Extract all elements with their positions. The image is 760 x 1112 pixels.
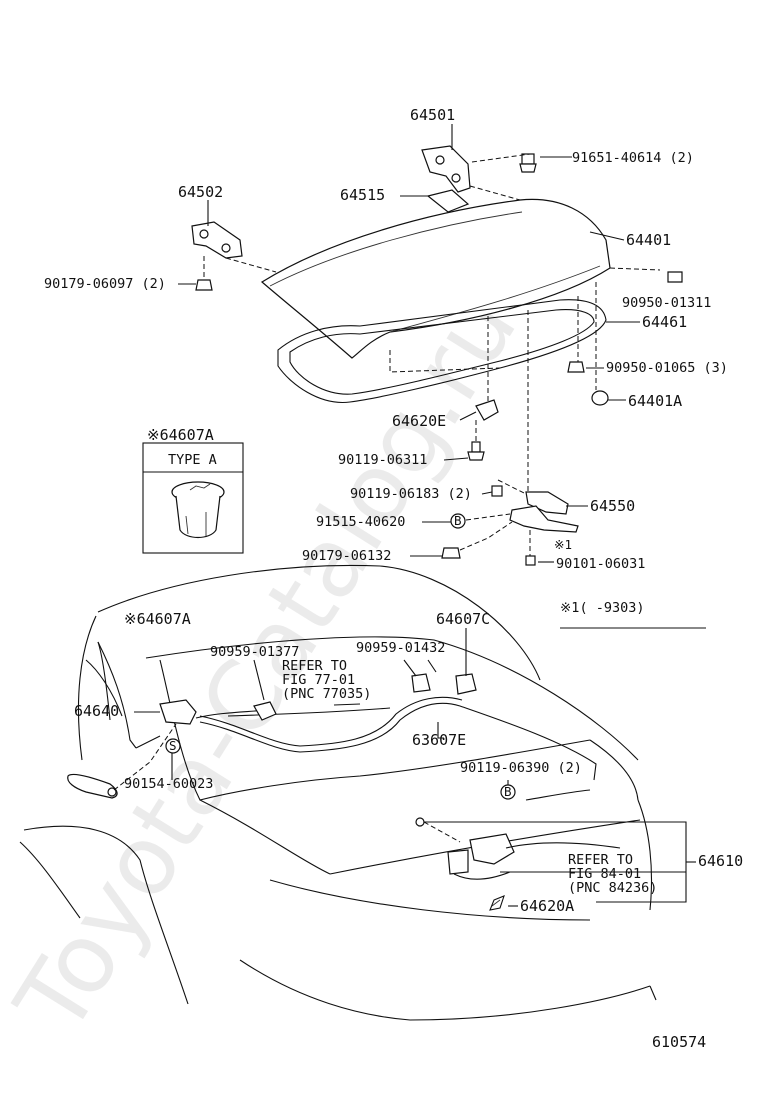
cushion-90950-01065 [567, 361, 585, 373]
bolt-90119-06311 [467, 441, 485, 461]
opener-64550 [509, 491, 579, 533]
hinge-64502 [191, 221, 243, 259]
label-63607E: 63607E [412, 731, 466, 749]
label-64620E: 64620E [392, 412, 446, 430]
label-91515-40620: 91515-40620 [316, 514, 405, 530]
nut-90179-06132 [441, 547, 461, 559]
lever-64640 [67, 699, 197, 799]
label-64640: 64640 [74, 702, 119, 720]
label-90101-06031: 90101-06031 [556, 556, 645, 572]
refer1-line3: (PNC 77035) [282, 686, 371, 702]
svg-text:B: B [454, 513, 462, 528]
nut-90179-06097 [195, 279, 213, 291]
refer2-line3: (PNC 84236) [568, 880, 657, 896]
label-64550: 64550 [590, 497, 635, 515]
label-90119-06183: 90119-06183 (2) [350, 486, 472, 502]
clip-90959-01432 [411, 673, 431, 693]
label-64461: 64461 [642, 313, 687, 331]
inset-type-a [142, 442, 244, 554]
refer2-line1: REFER TO [568, 852, 633, 868]
cap-64401A [591, 390, 609, 406]
hinge-64501 [421, 145, 471, 193]
diagram-number: 610574 [652, 1033, 706, 1051]
svg-text:S: S [169, 738, 177, 753]
bumper-90950-01311 [667, 271, 683, 283]
label-64401: 64401 [626, 231, 671, 249]
watermark-text: Toyota-Catalog.ru [0, 274, 538, 1053]
label-star1: ※1 [554, 537, 572, 552]
label-90950-01065: 90950-01065 (3) [606, 360, 728, 376]
label-91651-40614: 91651-40614 (2) [572, 150, 694, 166]
car-body [19, 564, 657, 1021]
label-64515: 64515 [340, 186, 385, 204]
label-64502: 64502 [178, 183, 223, 201]
inset-type-label: TYPE A [168, 452, 217, 468]
leader-lines [134, 124, 706, 907]
label-90179-06132: 90179-06132 [302, 548, 391, 564]
label-90179-06097: 90179-06097 (2) [44, 276, 166, 292]
bracket-64515 [426, 189, 470, 213]
refer1-line2: FIG 77-01 [282, 672, 355, 688]
trunk-lid-64401 [260, 198, 611, 359]
weatherstrip-64461 [277, 299, 607, 403]
release-cables [195, 696, 597, 781]
note-range: ※1( -9303) [560, 600, 644, 616]
label-90950-01311: 90950-01311 [622, 295, 711, 311]
circle-b-lower: B [500, 784, 516, 800]
bolt-90119-06183 [491, 485, 503, 497]
label-90154-60023: 90154-60023 [124, 776, 213, 792]
svg-text:B: B [504, 784, 512, 799]
refer1-line1: REFER TO [282, 658, 347, 674]
assembly-dashed-lines [203, 153, 661, 556]
inset-title: ※64607A [147, 426, 214, 444]
bolt-90101-06031 [525, 555, 536, 566]
label-90959-01377: 90959-01377 [210, 644, 299, 660]
label-64607C: 64607C [436, 610, 490, 628]
refer2-line2: FIG 84-01 [568, 866, 641, 882]
label-90959-01432: 90959-01432 [356, 640, 445, 656]
label-64610: 64610 [698, 852, 743, 870]
bolt-91651-40614 [519, 153, 537, 173]
label-64501: 64501 [410, 106, 455, 124]
label-64607A-main: ※64607A [124, 610, 191, 628]
lock-64620E [475, 399, 499, 421]
circle-b-upper: B [450, 513, 466, 529]
label-90119-06390: 90119-06390 (2) [460, 760, 582, 776]
label-90119-06311: 90119-06311 [338, 452, 427, 468]
lock-64610 [415, 789, 621, 911]
clip-90959-01377 [253, 701, 277, 721]
clip-64607C [455, 673, 477, 695]
label-64620A: 64620A [520, 897, 574, 915]
label-64401A: 64401A [628, 392, 682, 410]
circle-s: S [165, 738, 181, 754]
